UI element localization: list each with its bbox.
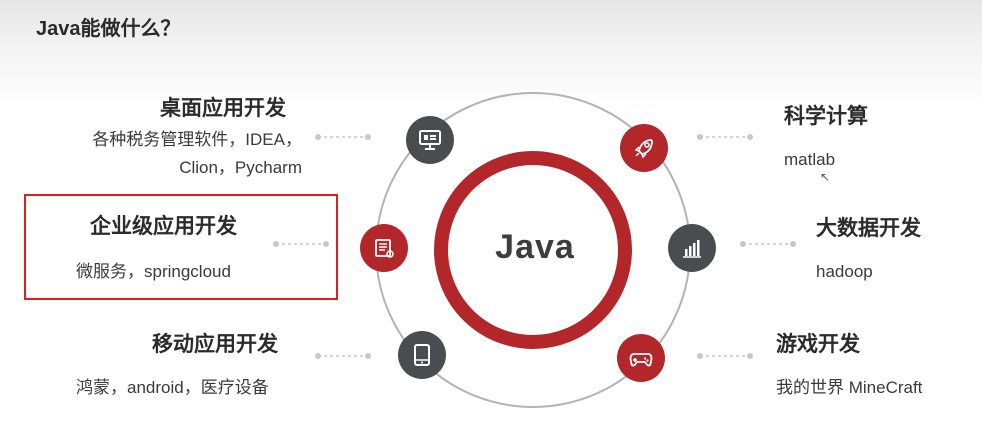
monitor-icon <box>419 130 441 150</box>
enterprise-heading: 企业级应用开发 <box>90 215 237 238</box>
desktop-desc-line1: 各种税务管理软件，IDEA， <box>92 130 302 149</box>
game-desc: 我的世界 MineCraft <box>776 378 923 397</box>
desktop-desc-line2: Clion，Pycharm <box>179 158 302 177</box>
gamepad-icon <box>629 353 653 367</box>
enterprise-book-icon <box>360 224 408 272</box>
bar-chart-icon <box>683 240 701 258</box>
desktop-heading: 桌面应用开发 <box>160 97 286 120</box>
science-desc: matlab <box>784 150 836 169</box>
game-heading: 游戏开发 <box>776 333 860 356</box>
bigdata-desc: hadoop <box>816 262 873 281</box>
enterprise-desc: 微服务，springcloud <box>76 262 231 281</box>
bigdata-chart-icon <box>668 224 716 272</box>
enterprise-highlight-box <box>24 194 338 300</box>
science-heading: 科学计算 <box>784 105 868 128</box>
science-rocket-icon <box>620 124 668 172</box>
rocket-icon <box>634 139 653 159</box>
mobile-heading: 移动应用开发 <box>152 333 278 356</box>
page-title: Java能做什么？ <box>36 18 181 40</box>
mobile-tablet-icon <box>398 331 446 379</box>
desktop-monitor-icon <box>406 116 454 164</box>
mouse-cursor-icon: ↖ <box>820 170 831 184</box>
game-gamepad-icon <box>617 334 665 382</box>
book-icon <box>375 239 394 258</box>
tablet-icon <box>414 344 430 366</box>
bigdata-heading: 大数据开发 <box>816 217 921 240</box>
inner-ring <box>434 151 632 349</box>
center-java-label: Java <box>495 228 575 266</box>
mobile-desc: 鸿蒙，android，医疗设备 <box>76 378 269 397</box>
